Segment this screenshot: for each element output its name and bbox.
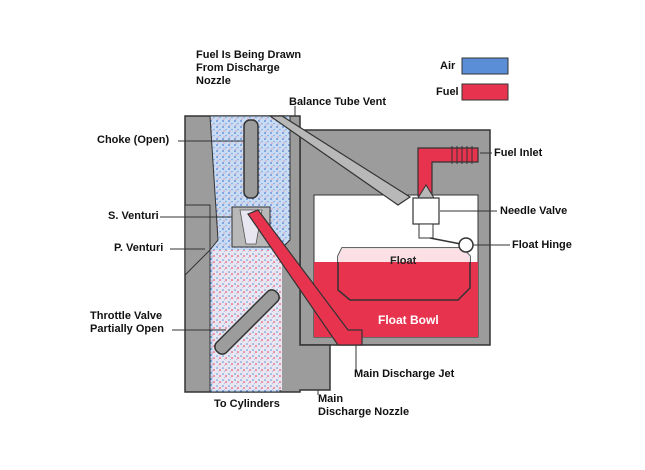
p-venturi-label: P. Venturi [114, 242, 164, 254]
float-hinge-label: Float Hinge [512, 239, 572, 251]
legend-fuel-label: Fuel [436, 86, 459, 98]
balance-tube-vent-label: Balance Tube Vent [289, 96, 386, 108]
needle-valve-label: Needle Valve [500, 205, 568, 217]
balance-tube [268, 115, 412, 206]
fuel-inlet-label: Fuel Inlet [494, 147, 543, 159]
float-bowl-label: Float Bowl [378, 313, 439, 327]
s-venturi-label: S. Venturi [108, 210, 159, 222]
legend-air-label: Air [440, 60, 456, 72]
float-hinge [458, 237, 474, 253]
throttle-plate [214, 289, 280, 355]
main-discharge-tube [247, 209, 363, 346]
float-label: Float [390, 255, 417, 267]
header-note: Fuel Is Being Drawn From Discharge Nozzl… [196, 49, 302, 87]
choke-label: Choke (Open) [97, 134, 170, 146]
legend-air-swatch [461, 57, 509, 75]
leader-lines [160, 106, 510, 395]
main-discharge-nozzle-label: Main Discharge Nozzle [318, 393, 410, 418]
needle-valve-body [412, 197, 440, 225]
legend-fuel-swatch [461, 83, 509, 101]
to-cylinders-label: To Cylinders [214, 398, 280, 410]
primary-venturi [184, 204, 211, 277]
fuel-inlet-thread [451, 146, 473, 164]
main-discharge-jet-label: Main Discharge Jet [354, 368, 455, 380]
throttle-valve-label: Throttle Valve Partially Open [90, 310, 164, 335]
choke-plate [243, 119, 259, 199]
